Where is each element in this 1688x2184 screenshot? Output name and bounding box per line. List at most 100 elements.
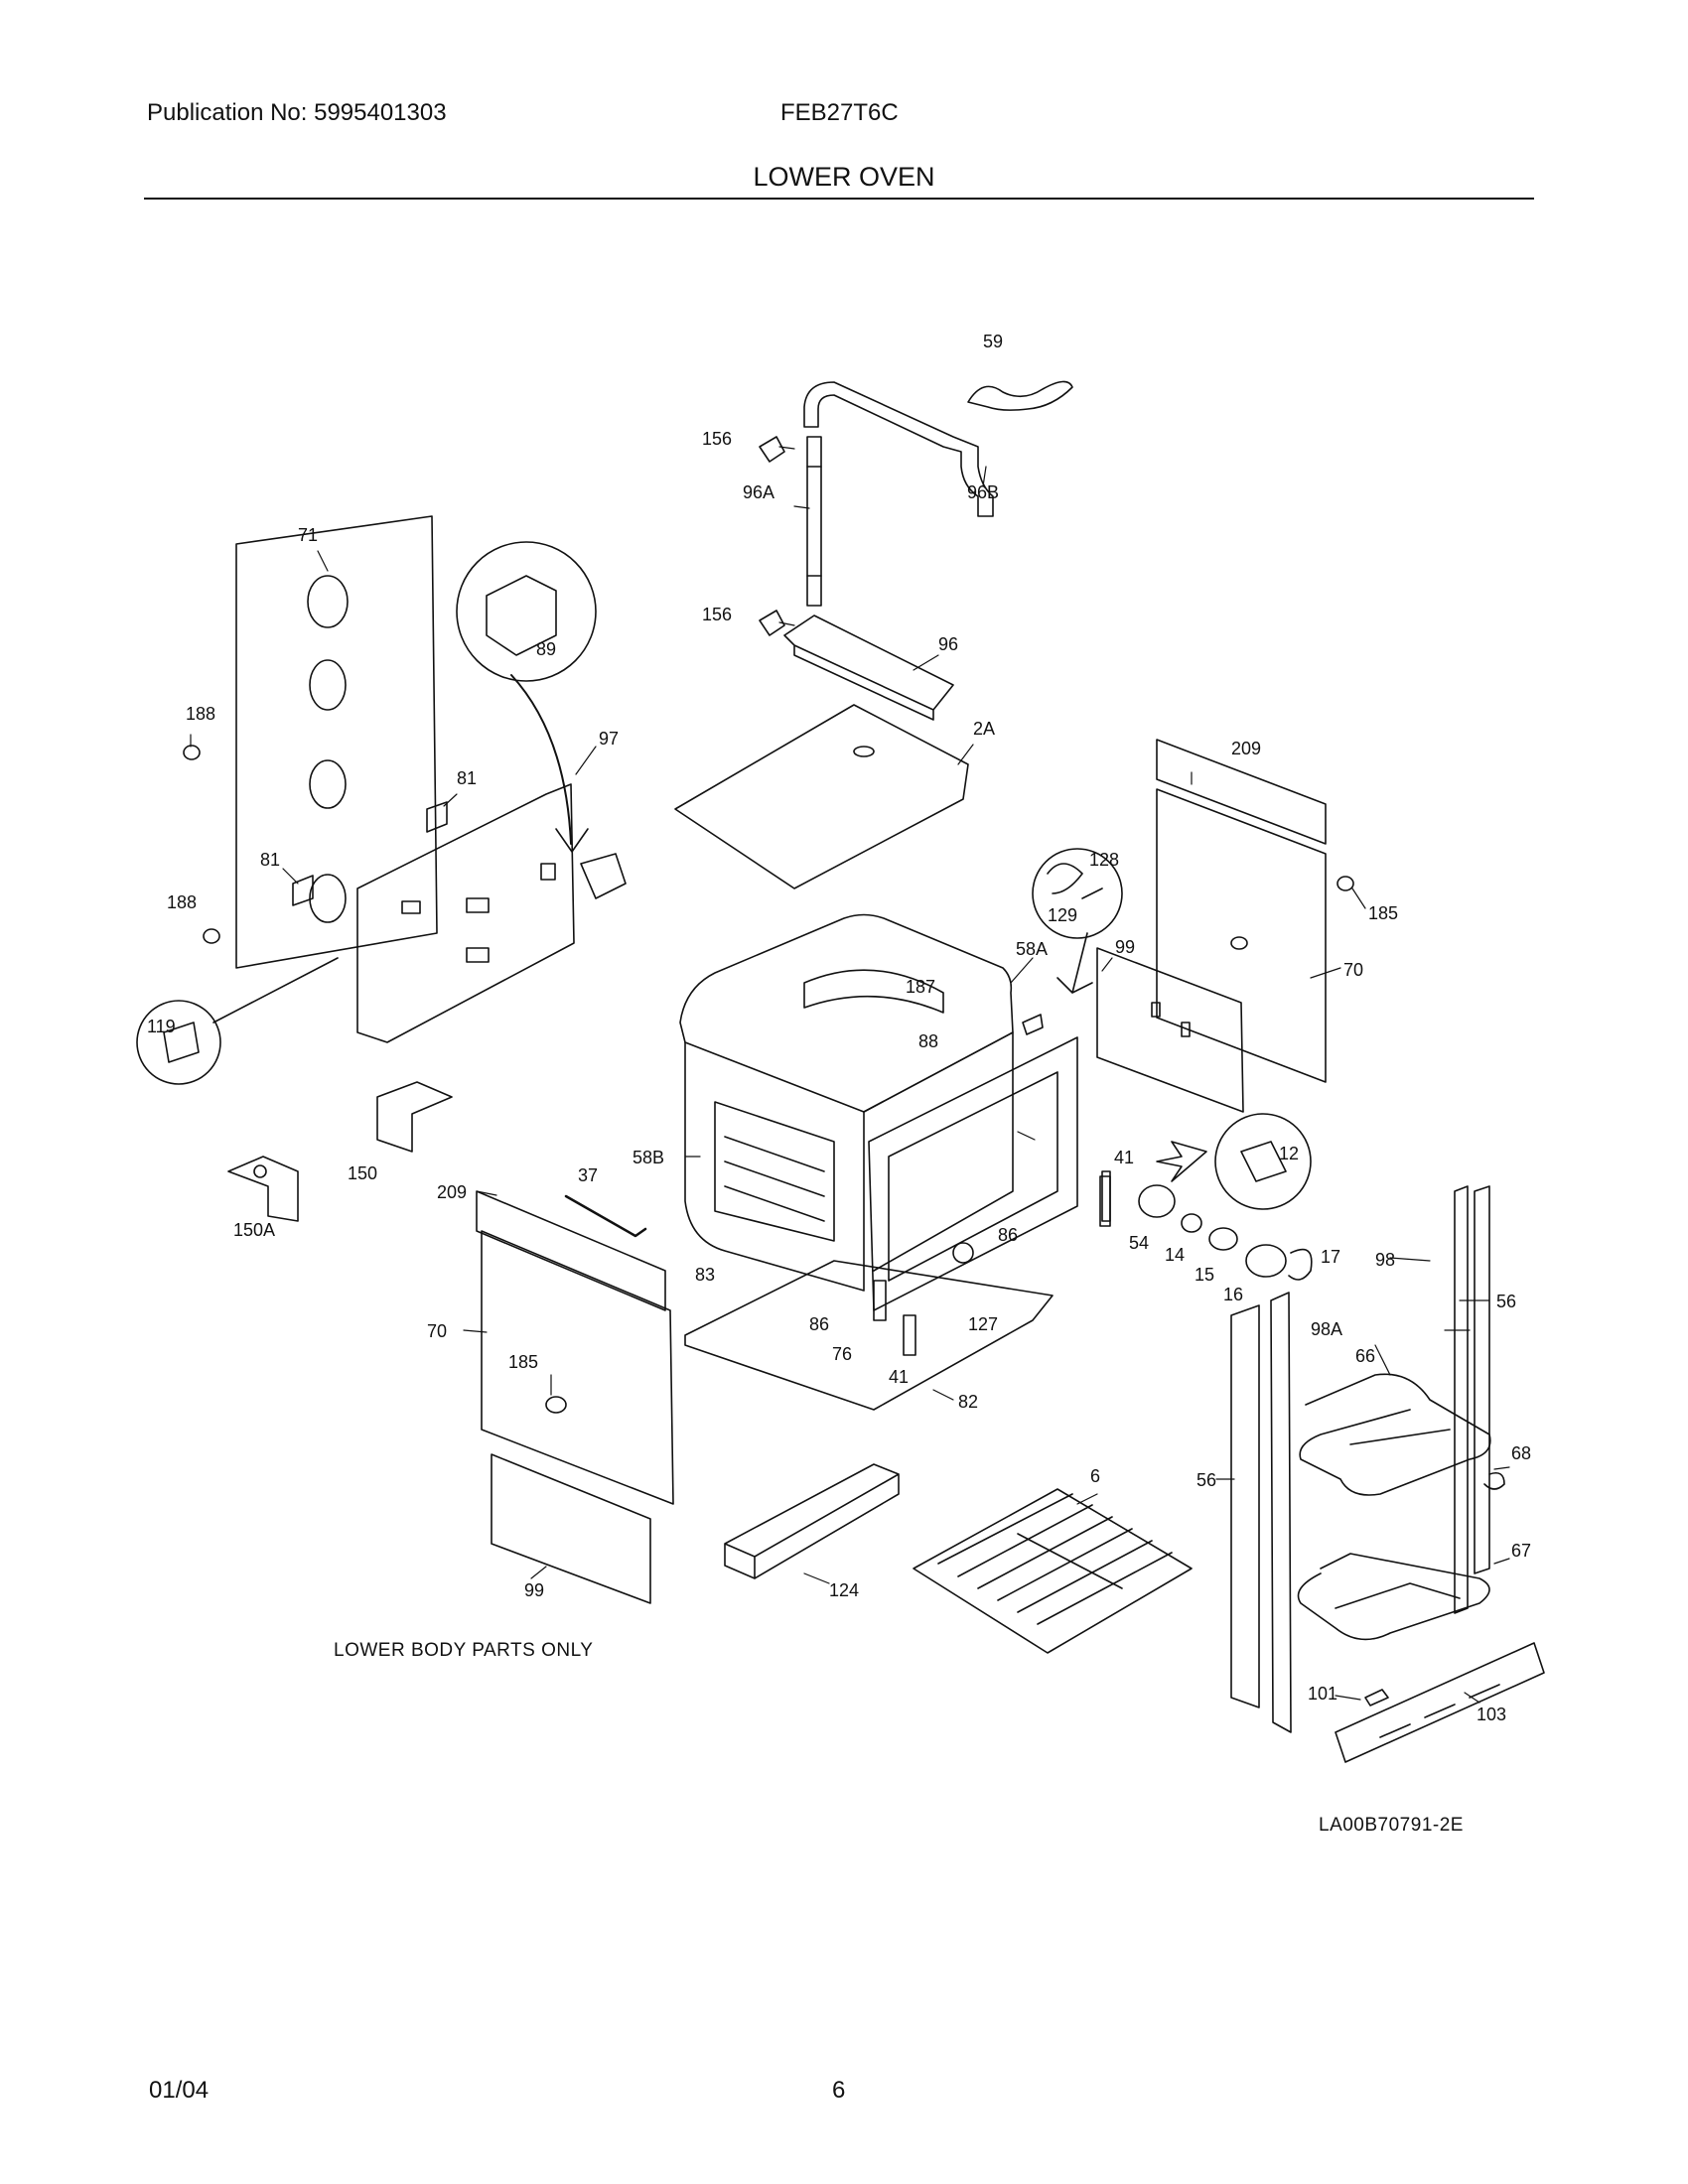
part-label: 99 <box>1115 937 1135 957</box>
part-label: 56 <box>1496 1292 1516 1311</box>
detail-circle-89 <box>456 541 597 682</box>
part-label: 98 <box>1375 1250 1395 1270</box>
drawing-number: LA00B70791-2E <box>1319 1815 1464 1836</box>
part-label: 17 <box>1321 1247 1340 1267</box>
part-label: 76 <box>832 1344 852 1364</box>
vent-tube-assembly <box>803 380 1073 607</box>
footer-date: 01/04 <box>149 2077 210 2104</box>
part-label: 58B <box>633 1148 664 1167</box>
vent-panel-103 <box>1335 1642 1545 1763</box>
lamp-14 <box>1181 1213 1202 1233</box>
part-label: 70 <box>427 1321 447 1341</box>
part-label: 37 <box>578 1165 598 1185</box>
part-label: 89 <box>536 639 556 659</box>
insulation-2a <box>674 704 969 889</box>
bracket-41-right <box>1101 1170 1111 1222</box>
part-label: 86 <box>998 1225 1018 1245</box>
part-label: 188 <box>186 704 215 724</box>
clip-156-lower <box>759 610 785 636</box>
part-label: 99 <box>524 1580 544 1600</box>
part-label: 187 <box>906 977 935 997</box>
part-label: 150A <box>233 1220 275 1240</box>
drawer-124 <box>724 1463 900 1579</box>
part-label: 56 <box>1196 1470 1216 1490</box>
part-label: 2A <box>973 719 995 739</box>
bracket-209 <box>1156 739 1327 845</box>
door-frame-83 <box>868 1036 1078 1311</box>
trim-98 <box>1454 1185 1469 1614</box>
part-label: 128 <box>1089 850 1119 870</box>
part-label: 150 <box>348 1163 377 1183</box>
part-label: 156 <box>702 605 732 624</box>
part-label: 82 <box>958 1392 978 1412</box>
part-label: 127 <box>968 1314 998 1334</box>
clip-101 <box>1364 1689 1389 1706</box>
part-label: 41 <box>889 1367 909 1387</box>
part-label: 98A <box>1311 1319 1342 1339</box>
part-label: 209 <box>437 1182 467 1202</box>
bracket-209-lower <box>476 1190 666 1311</box>
oven-cavity-58a <box>679 913 1014 1113</box>
bracket-150 <box>376 1081 453 1153</box>
part-label: 68 <box>1511 1443 1531 1463</box>
broil-element-66 <box>1299 1373 1491 1496</box>
part-label: 209 <box>1231 739 1261 758</box>
part-label: 14 <box>1165 1245 1185 1265</box>
part-label: 66 <box>1355 1346 1375 1366</box>
wire-17 <box>1288 1248 1313 1281</box>
part-label: 15 <box>1195 1265 1214 1285</box>
part-label: 71 <box>298 525 318 545</box>
part-label: 96 <box>938 634 958 654</box>
control-board-99 <box>1096 947 1244 1113</box>
part-label: 70 <box>1343 960 1363 980</box>
part-label: 81 <box>260 850 280 870</box>
detail-circle-12 <box>1214 1113 1312 1210</box>
part-label: 59 <box>983 332 1003 351</box>
lower-body-note: LOWER BODY PARTS ONLY <box>334 1640 594 1661</box>
clip-68 <box>1483 1471 1505 1490</box>
part-label: 41 <box>1114 1148 1134 1167</box>
part-label: 96A <box>743 482 774 502</box>
lamp-cover-16 <box>1245 1244 1287 1278</box>
part-label: 6 <box>1090 1466 1100 1486</box>
part-label: 58A <box>1016 939 1048 959</box>
part-label: 97 <box>599 729 619 749</box>
part-label: 103 <box>1477 1705 1506 1724</box>
side-panel-70-lower <box>481 1230 674 1505</box>
rear-panel-71 <box>235 515 438 969</box>
lamp-bulb-15 <box>1208 1227 1238 1251</box>
side-panel-70 <box>1156 788 1327 1083</box>
header-rule <box>144 198 1534 200</box>
part-label: 188 <box>167 892 197 912</box>
page-title: LOWER OVEN <box>753 162 935 192</box>
part-label: 83 <box>695 1265 715 1285</box>
control-board-99-lower <box>491 1453 651 1604</box>
part-label: 54 <box>1129 1233 1149 1253</box>
part-label: 67 <box>1511 1541 1531 1561</box>
trim-56-right <box>1474 1185 1490 1574</box>
bake-element-67 <box>1297 1553 1490 1641</box>
trim-98a <box>1270 1292 1292 1733</box>
bracket-150a <box>227 1156 299 1222</box>
detail-circle-128-129 <box>1032 848 1123 939</box>
publication-number: Publication No: 5995401303 <box>147 99 447 126</box>
lamp-socket-54 <box>1138 1184 1176 1218</box>
part-label: 81 <box>457 768 477 788</box>
trim-56-left <box>1230 1304 1260 1708</box>
part-label: 96B <box>967 482 999 502</box>
part-label: 129 <box>1048 905 1077 925</box>
part-label: 185 <box>1368 903 1398 923</box>
part-label: 86 <box>809 1314 829 1334</box>
part-label: 124 <box>829 1580 859 1600</box>
back-wall-97 <box>356 783 575 1043</box>
clip-156-upper <box>759 436 785 463</box>
oven-floor-82 <box>684 1260 1054 1411</box>
vent-duct-96 <box>783 614 954 721</box>
part-label: 119 <box>147 1017 176 1036</box>
detail-circle-119 <box>136 1000 221 1085</box>
part-label: 88 <box>918 1031 938 1051</box>
oven-rack-6 <box>913 1488 1193 1654</box>
part-label: 12 <box>1279 1144 1299 1163</box>
part-label: 156 <box>702 429 732 449</box>
